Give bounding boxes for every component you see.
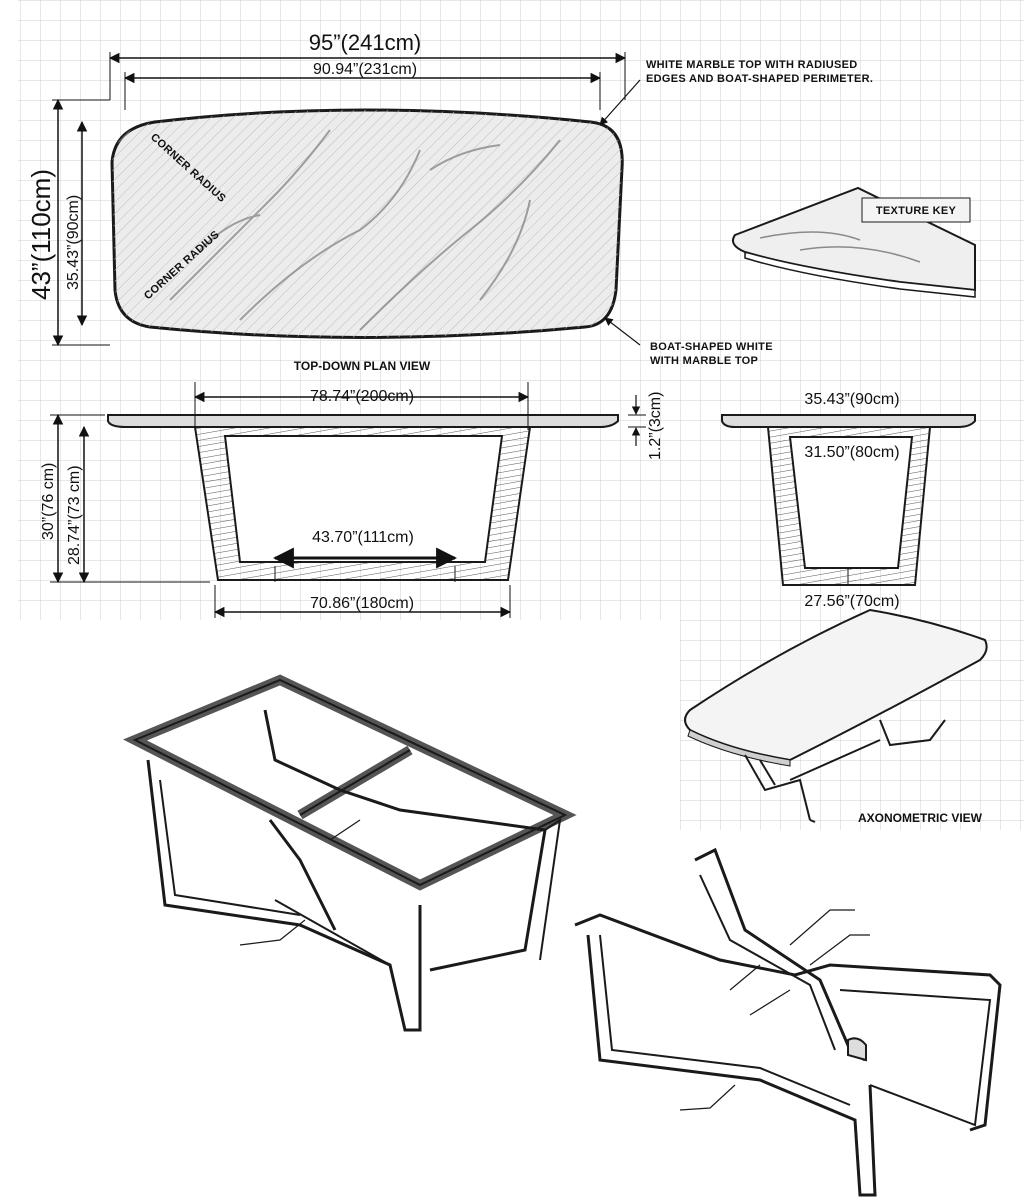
- side-top-depth-dim: 35.43”(90cm): [804, 391, 899, 408]
- top-width-dim: 35.43”(90cm): [65, 195, 82, 290]
- plan-view: CORNER RADIUS CORNER RADIUS 95”(241cm) 9…: [26, 30, 873, 373]
- side-inner-width-dim: 31.50”(80cm): [804, 444, 899, 461]
- top-length-dim: 90.94”(231cm): [313, 61, 417, 78]
- base-frame-with-subframe: [123, 674, 577, 1032]
- front-base-length-dim: 78.74”(200cm): [310, 388, 414, 405]
- overall-width-dim: 43”(110cm): [26, 169, 56, 300]
- texture-key-label: TEXTURE KEY: [876, 205, 957, 217]
- texture-key-inset: TEXTURE KEY: [732, 186, 976, 298]
- base-frame-only: [574, 847, 1002, 1197]
- callout-bottom-line-1: BOAT-SHAPED WHITE: [650, 341, 773, 353]
- marble-veins: [169, 129, 561, 331]
- side-foot-width-dim: 27.56”(70cm): [804, 593, 899, 610]
- callout-bottom-line-2: WITH MARBLE TOP: [650, 355, 758, 367]
- side-elevation: 35.43”(90cm) 31.50”(80cm) 27.56”(70cm): [721, 391, 976, 610]
- axonometric-title: AXONOMETRIC VIEW: [858, 811, 983, 825]
- callout-top-line-1: WHITE MARBLE TOP WITH RADIUSED: [646, 59, 857, 71]
- top-thickness-dim: 1.2”(3cm): [647, 392, 664, 460]
- overall-height-dim: 30”(76 cm): [40, 463, 57, 540]
- base-height-dim: 28.74”(73 cm): [66, 465, 83, 565]
- front-elevation: 78.74”(200cm) 1.2”(3cm) 30”(76 cm) 28.74…: [40, 382, 664, 618]
- foot-span-dim: 70.86”(180cm): [310, 595, 414, 612]
- overall-length-dim: 95”(241cm): [309, 30, 421, 55]
- plan-view-title: TOP-DOWN PLAN VIEW: [294, 359, 431, 373]
- axonometric-view: AXONOMETRIC VIEW: [684, 608, 988, 825]
- texture-key-box: [861, 197, 971, 223]
- inner-span-dim: 43.70”(111cm): [312, 529, 414, 546]
- callout-top-line-2: EDGES AND BOAT-SHAPED PERIMETER.: [646, 73, 873, 85]
